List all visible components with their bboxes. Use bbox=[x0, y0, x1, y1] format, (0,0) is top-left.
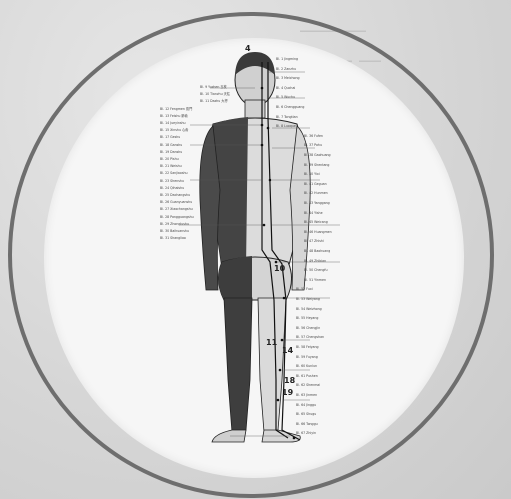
acupoint-label: Bl. 63 Jinmen bbox=[296, 394, 317, 398]
acupoint-label: Bl. 44 Yishe bbox=[304, 212, 323, 216]
acupoint-label: Bl. 4 Quchai bbox=[276, 87, 295, 91]
acupoint-label: Bl. 65 Shugu bbox=[296, 413, 316, 417]
acupoint-label: Bl. 10 Tianzhu 天柱 bbox=[200, 93, 230, 97]
acupoint-label: Bl. 31 Shangliao bbox=[160, 237, 186, 241]
acupoint-label: Bl. 47 Zhishi bbox=[304, 240, 324, 244]
acupoint-label: Bl. 52 Fuxi bbox=[296, 288, 313, 292]
acupoint-label: Bl. 5 Wuchu bbox=[276, 96, 295, 100]
acupoint-label: Bl. 46 Huangmen bbox=[304, 231, 332, 235]
acupoint-label: Bl. 61 Pushen bbox=[296, 375, 318, 379]
acupoint-label: Bl. 11 Dazhu 大杼 bbox=[200, 100, 228, 104]
acupoint-label: Bl. 14 Jueyinshu bbox=[160, 122, 186, 126]
acupoint-label: Bl. 39 Shentang bbox=[304, 164, 329, 168]
acupoint-label: Bl. 53 Weiyang bbox=[296, 298, 320, 302]
point-number-18: 18 bbox=[284, 376, 295, 385]
acupoint-label: Bl. 23 Shenshu bbox=[160, 180, 184, 184]
meridian-number-top: 4 bbox=[245, 44, 251, 53]
acupoint-label: Bl. 1 Jingming bbox=[276, 58, 298, 62]
acupoint-label: Bl. 18 Ganshu bbox=[160, 144, 182, 148]
acupoint-label: Bl. 64 Jinggu bbox=[296, 404, 316, 408]
acupoint-label: Bl. 22 Sanjiaoshu bbox=[160, 172, 188, 176]
acupoint-label: Bl. 62 Shenmai bbox=[296, 384, 320, 388]
point-number-10: 10 bbox=[274, 264, 285, 273]
acupoint-label: Bl. 59 Fuyang bbox=[296, 356, 318, 360]
acupoint-label: Bl. 41 Geguan bbox=[304, 183, 327, 187]
acupoint-label: Bl. 48 Baohuang bbox=[304, 250, 330, 254]
acupoint-label: Bl. 56 Chengjin bbox=[296, 327, 320, 331]
point-number-19: 19 bbox=[282, 388, 293, 397]
point-number-14: 14 bbox=[282, 346, 293, 355]
right-leg bbox=[258, 298, 286, 432]
acupoint-label: Bl. 25 Dachangshu bbox=[160, 194, 190, 198]
acupoint-label: Bl. 43 Yanggang bbox=[304, 202, 330, 206]
acupoint-label: Bl. 66 Tonggu bbox=[296, 423, 318, 427]
acupoint-label: Bl. 9 Yuzhen 玉枕 bbox=[200, 86, 227, 90]
acupoint-label: Bl. 27 Xiaochangshu bbox=[160, 208, 193, 212]
acupoint-label: Bl. 67 Zhiyin bbox=[296, 432, 316, 436]
acupoint-label: Bl. 6 Chengguang bbox=[276, 106, 304, 110]
acupoint-label: Bl. 37 Pohu bbox=[304, 144, 322, 148]
acupoint-label: Bl. 13 Feishu 肺俞 bbox=[160, 115, 188, 119]
acupoint-label: Bl. 7 Tongtian bbox=[276, 116, 298, 120]
acupoint-label: Bl. 55 Heyang bbox=[296, 317, 318, 321]
acupoint-label: Bl. 8 Luoque bbox=[276, 125, 296, 129]
acupoint-label: Bl. 36 Fufen bbox=[304, 135, 323, 139]
buttocks-shadow bbox=[218, 256, 252, 300]
acupoint-label: Bl. 29 Zhonglushu bbox=[160, 223, 189, 227]
acupoint-label: Bl. 26 Guanyuanshu bbox=[160, 201, 192, 205]
acupoint-label: Bl. 24 Qihaishu bbox=[160, 187, 184, 191]
acupoint-label: Bl. 21 Weishu bbox=[160, 165, 182, 169]
acupoint-label: Bl. 54 Weizhong bbox=[296, 308, 322, 312]
left-leg bbox=[224, 298, 252, 432]
acupoint-label: Bl. 28 Pangguangshu bbox=[160, 216, 194, 220]
acupoint-label: Bl. 49 Zhibian bbox=[304, 260, 326, 264]
acupoint-label: Bl. 3 Meichong bbox=[276, 77, 300, 81]
acupoint-label: Bl. 38 Gaohuang bbox=[304, 154, 331, 158]
acupoint-label: Bl. 45 Weicang bbox=[304, 221, 328, 225]
acupoint-label: Bl. 20 Pishu bbox=[160, 158, 179, 162]
point-number-11: 11 bbox=[266, 338, 277, 347]
acupoint-label: Bl. 58 Feiyang bbox=[296, 346, 319, 350]
acupoint-label: Bl. 40 Yixi bbox=[304, 173, 320, 177]
acupoint-label: Bl. 51 Yinmen bbox=[304, 279, 326, 283]
acupoint-label: Bl. 57 Chengshan bbox=[296, 336, 324, 340]
acupoint-label: Bl. 15 Xinshu 心俞 bbox=[160, 129, 188, 133]
acupoint-label: Bl. 50 Chengfu bbox=[304, 269, 328, 273]
acupoint-label: Bl. 60 Kunlun bbox=[296, 365, 317, 369]
acupoint-label: Bl. 42 Hunmen bbox=[304, 192, 328, 196]
acupoint-label: Bl. 30 Baihuanshu bbox=[160, 230, 189, 234]
acupoint-label: Bl. 17 Geshu bbox=[160, 136, 180, 140]
acupoint-label: Bl. 19 Danshu bbox=[160, 151, 182, 155]
acupoint-label: Bl. 2 Zanzhu bbox=[276, 68, 296, 72]
acupoint-label: Bl. 12 Fengmen 風門 bbox=[160, 108, 192, 112]
